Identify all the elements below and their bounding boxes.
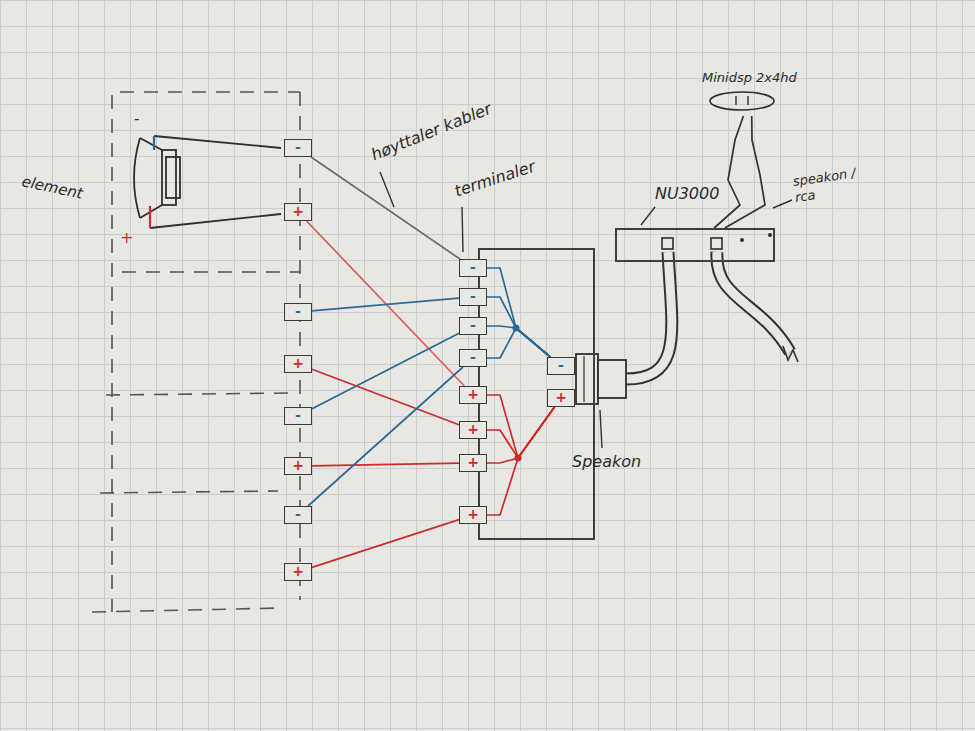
amplifier-box: NU3000 [615,228,775,262]
terminal-sign: + [467,387,479,402]
note-label: speakon / rca [792,164,872,205]
terminal-box: - [284,407,312,425]
cabinet-outline [92,608,282,612]
terminal-box: + [284,355,312,373]
cabinet-outline [120,91,300,93]
terminal-sign: + [292,356,304,371]
terminal-sign: + [467,455,479,470]
dsp-name: Minidsp 2x4hd [698,70,805,86]
terminal-sign: + [467,422,479,437]
oval-outline [698,88,805,114]
amplifier-name: NU3000 [655,184,719,203]
note-label: Speakon [572,452,641,471]
leader-line [600,410,602,448]
note-label: - [134,110,139,128]
terminal-sign: + [292,458,304,473]
cable-fill [717,252,790,352]
speaker-wire-minus [153,136,155,150]
wire [312,333,459,409]
note-label: element [20,172,84,202]
terminal-box: - [284,303,312,321]
cable-tick [747,96,748,105]
wire [487,395,555,458]
terminal-box: + [459,421,487,439]
terminal-box: - [459,288,487,306]
speakon-plug [598,360,626,398]
wire [307,221,465,386]
wire [308,367,463,506]
wire [725,116,765,228]
terminal-sign: - [470,318,476,333]
terminal-sign: - [295,507,301,522]
terminal-sign: - [295,140,301,155]
terminal-box: + [284,457,312,475]
terminal-sign: - [470,260,476,275]
leader-line [462,207,463,252]
leader-line [641,207,655,225]
terminal-sign: - [470,350,476,365]
terminal-box: - [284,506,312,524]
speaker-wire [150,214,281,228]
terminal-box: + [459,454,487,472]
speaker-wire-plus [149,206,151,228]
socket-mark [768,233,772,237]
cable-end [783,346,798,362]
cabinet-divider [100,491,278,493]
cabinet-divider [106,393,292,395]
note-label: + [120,228,133,247]
terminal-box: - [459,317,487,335]
socket-mark [740,238,744,242]
speaker-wire [154,136,281,148]
terminal-sign: - [470,289,476,304]
speaker-magnet [166,157,180,198]
note-label: høyttaler kabler [368,99,494,165]
wire [487,328,550,358]
terminal-sign: + [555,390,567,405]
cabinet-outline [111,95,113,612]
wire [487,407,555,458]
terminal-box: + [284,563,312,581]
terminal-sign: - [558,358,564,373]
terminal-sign: - [295,304,301,319]
cable-tick [735,96,736,105]
wire [312,298,459,311]
socket [662,238,673,249]
leader-line [380,172,394,207]
block-heading: terminaler [452,157,537,201]
terminal-box: + [459,506,487,524]
wire [487,297,550,357]
terminal-sign: - [295,408,301,423]
leader-line [773,200,792,208]
wire [487,326,550,357]
terminal-box: + [547,389,575,407]
cable-outline [626,252,672,379]
dsp-oval: Minidsp 2x4hd [698,70,805,116]
terminal-box: - [459,259,487,277]
speaker-cone [134,138,140,218]
oval-outline [710,92,774,110]
terminal-box: - [459,349,487,367]
terminal-sign: + [292,204,304,219]
terminal-box: + [284,203,312,221]
terminal-block: terminaler----++++-+ [478,248,595,540]
wire [311,157,460,259]
terminal-box: + [459,386,487,404]
wire [714,116,743,228]
terminal-sign: + [292,564,304,579]
speaker-magnet [162,150,176,205]
wire [487,407,555,515]
speakon-plug [583,356,584,402]
wire [487,268,550,357]
wire [312,463,459,466]
cable-fill [626,252,672,379]
cable-outline [717,252,790,352]
cabinet-divider [122,271,300,273]
terminal-sign: + [467,507,479,522]
terminal-box: - [547,357,575,375]
speaker-cone [140,138,162,150]
socket [711,238,722,249]
terminal-box: - [284,139,312,157]
wire [312,520,459,568]
